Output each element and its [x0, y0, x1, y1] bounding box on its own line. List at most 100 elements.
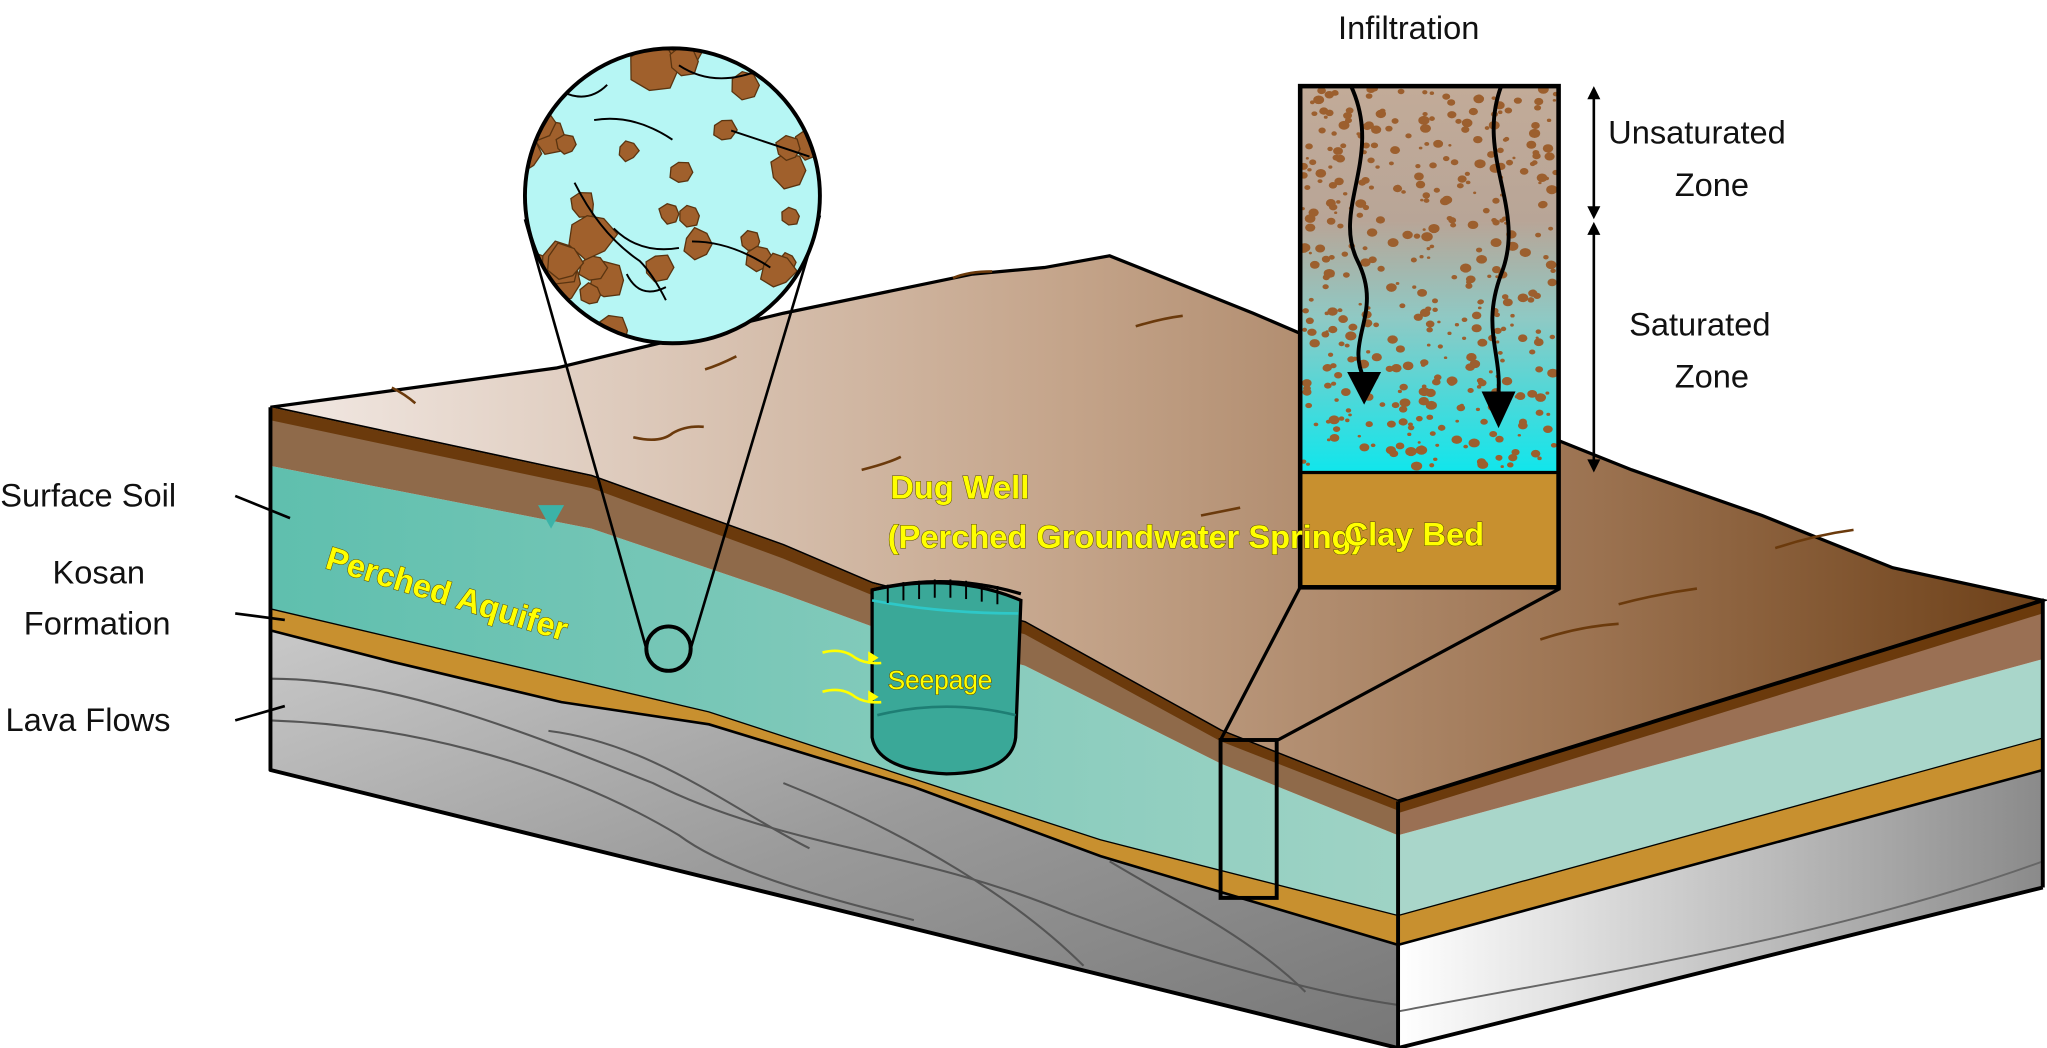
soil-grain	[1497, 350, 1503, 355]
water-table-icon	[538, 505, 565, 529]
soil-grain	[1437, 424, 1446, 431]
soil-grain	[1341, 251, 1349, 257]
soil-grain	[1466, 353, 1477, 362]
soil-grain	[1504, 107, 1513, 114]
soil-grain	[1327, 307, 1338, 316]
soil-grain	[1308, 297, 1314, 302]
soil-grain	[1317, 179, 1323, 184]
soil-grain	[1500, 326, 1507, 332]
soil-grain	[1352, 356, 1358, 361]
soil-grain	[1305, 223, 1316, 232]
soil-grain	[1410, 461, 1423, 471]
soil-grain	[1405, 133, 1412, 139]
soil-grain	[1302, 388, 1312, 396]
soil-grain	[1548, 226, 1554, 231]
soil-grain	[1468, 107, 1478, 116]
soil-grain	[1413, 233, 1421, 239]
soil-grain	[1534, 105, 1542, 111]
soil-grain	[1418, 387, 1430, 397]
soil-grain	[1495, 275, 1499, 279]
soil-grain	[1401, 190, 1406, 194]
soil-grain	[1348, 323, 1358, 331]
soil-grain	[1517, 433, 1522, 437]
soil-grain	[1442, 93, 1451, 100]
soil-grain	[1446, 215, 1453, 221]
soil-grain	[1305, 317, 1314, 325]
soil-grain	[1537, 201, 1547, 209]
soil-grain	[1531, 122, 1540, 130]
soil-grain	[1419, 124, 1431, 133]
soil-grain	[1463, 444, 1469, 449]
soil-grain	[1460, 263, 1472, 273]
soil-grain	[1366, 228, 1378, 237]
soil-grain	[1423, 198, 1430, 203]
soil-grain	[1512, 156, 1516, 160]
soil-grain	[1451, 435, 1463, 444]
soil-grain	[1437, 320, 1441, 324]
kosan-formation-layer	[269, 606, 1400, 947]
soil-grain	[1456, 183, 1464, 189]
soil-grain	[1487, 274, 1492, 278]
soil-grain	[1418, 397, 1429, 406]
soil-grain	[1513, 97, 1522, 104]
infiltration-label: Infiltration	[1338, 9, 1479, 46]
soil-grain	[1482, 207, 1490, 214]
soil-grain	[1465, 363, 1475, 371]
soil-grain	[1373, 322, 1380, 328]
block-outline	[268, 407, 2044, 1048]
soil-grain	[1302, 308, 1309, 314]
soil-grain	[1330, 381, 1337, 386]
soil-grain	[1369, 257, 1374, 260]
soil-grain	[1468, 438, 1480, 448]
dug-well-label: Dug Well	[890, 469, 1029, 506]
soil-grain	[1330, 363, 1337, 369]
surface-soil-label: Surface Soil	[0, 476, 176, 513]
soil-grain	[1544, 152, 1555, 161]
soil-grain	[1327, 146, 1333, 152]
soil-grain	[1328, 255, 1335, 260]
soil-grain	[1546, 118, 1552, 123]
soil-grain	[1470, 359, 1474, 362]
seepage-arrows	[822, 649, 882, 704]
soil-grain	[1309, 100, 1315, 105]
sample-location-circle	[644, 624, 693, 673]
soil-grain	[1365, 421, 1373, 428]
soil-grain	[1360, 258, 1371, 267]
soil-grain	[1535, 329, 1542, 334]
soil-grain	[1338, 341, 1345, 347]
soil-grain	[1527, 389, 1538, 398]
soil-grain	[1497, 457, 1502, 461]
soil-grain	[1342, 192, 1348, 196]
soil-grain	[1368, 256, 1377, 264]
soil-grain	[1429, 431, 1436, 436]
soil-grain	[1307, 328, 1317, 336]
soil-grain	[1398, 405, 1408, 413]
soil-grain	[1471, 324, 1482, 333]
soil-grain	[1501, 377, 1513, 386]
lava-flows-label: Lava Flows	[6, 701, 171, 738]
soil-grain	[1391, 118, 1399, 124]
soil-grain	[1500, 358, 1505, 363]
soil-grain	[1336, 200, 1341, 204]
soil-grain	[1433, 457, 1438, 461]
soil-grain	[1334, 371, 1343, 379]
soil-grain	[1535, 393, 1547, 402]
soil-grain	[1345, 331, 1357, 341]
soil-grain	[1528, 128, 1541, 138]
soil-grain	[1429, 463, 1435, 468]
soil-grain	[1505, 159, 1514, 166]
soil-grain	[1415, 445, 1428, 455]
soil-grain	[578, 254, 609, 281]
soil-grain	[1387, 238, 1399, 248]
kosan-formation-label-line2: Formation	[24, 604, 171, 641]
sample-location-box	[1218, 738, 1279, 900]
soil-grain	[1477, 379, 1487, 387]
soil-grain	[1531, 160, 1538, 165]
soil-grain	[1399, 303, 1406, 309]
soil-grain	[1368, 185, 1375, 190]
soil-grain	[1329, 433, 1340, 442]
soil-grain	[1455, 118, 1462, 124]
soil-grain	[1402, 230, 1413, 240]
soil-grain	[1344, 343, 1350, 348]
